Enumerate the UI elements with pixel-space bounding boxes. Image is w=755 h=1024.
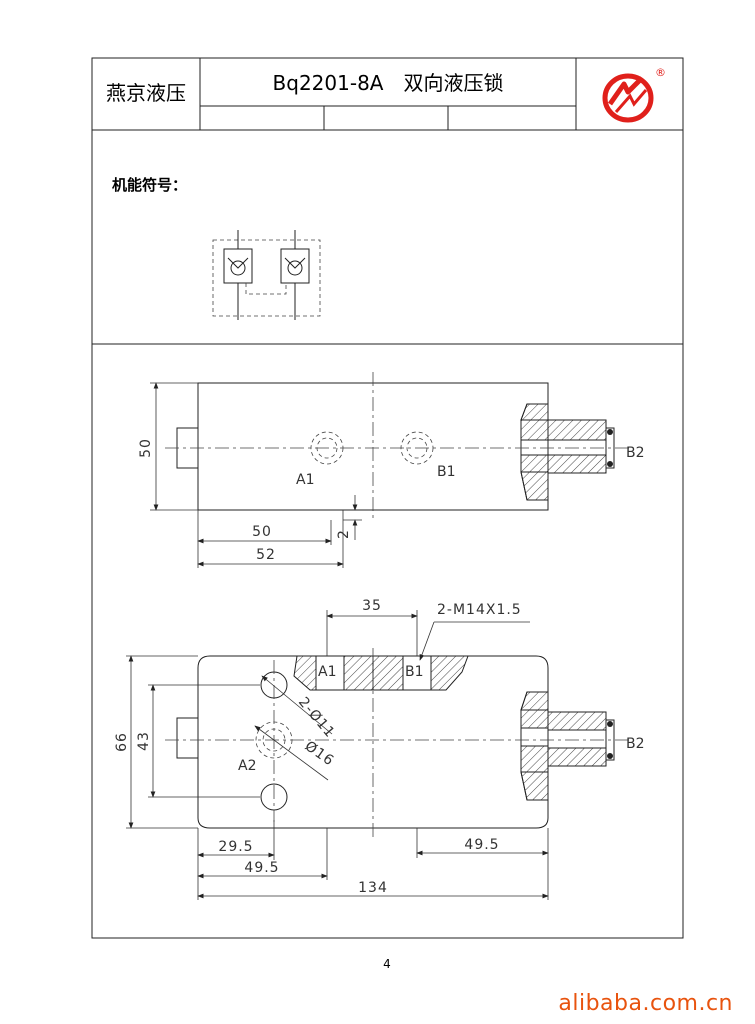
company-logo [602,73,654,123]
title-block: 燕京液压 Bq2201-8A 双向液压锁 ® [92,58,683,131]
top-view: 50 50 52 2 A1 B1 B2 [138,372,645,568]
dim-hole-11: 2-Ø11 [295,694,338,741]
function-symbol-heading: 机能符号： [112,176,187,194]
dim-top-52: 52 [256,547,276,563]
dim-bottom-29-5: 29.5 [218,839,253,855]
dim-bottom-49-5-left: 49.5 [244,860,279,876]
port-b1-top: B1 [437,464,456,480]
page-number: 4 [383,957,391,971]
port-b2-bottom: B2 [626,736,645,752]
drawing-title: Bq2201-8A 双向液压锁 [273,71,504,95]
hydraulic-lock-symbol [212,230,321,320]
sheet-border [91,57,684,939]
dim-bottom-49-5-right: 49.5 [464,837,499,853]
port-b1-bottom: B1 [405,664,424,680]
port-a2-bottom: A2 [238,758,256,774]
watermark-text: alibaba.com.cn [558,991,733,1016]
dim-bottom-43: 43 [136,731,152,751]
registered-mark: ® [655,66,666,79]
dim-thread: 2-M14X1.5 [437,602,522,618]
dim-top-2: 2 [336,529,352,539]
company-name: 燕京液压 [106,81,186,105]
dim-bottom-35: 35 [362,598,382,614]
bottom-view: 35 2-M14X1.5 66 43 2-Ø11 Ø16 29.5 49.5 4… [114,598,645,900]
dim-top-50: 50 [252,524,272,540]
port-a1-bottom: A1 [318,664,336,680]
dim-top-height: 50 [138,438,154,458]
dim-bottom-134: 134 [358,880,388,896]
port-b2-top: B2 [626,445,645,461]
port-a1-top: A1 [296,472,314,488]
dim-bottom-66: 66 [114,732,130,752]
